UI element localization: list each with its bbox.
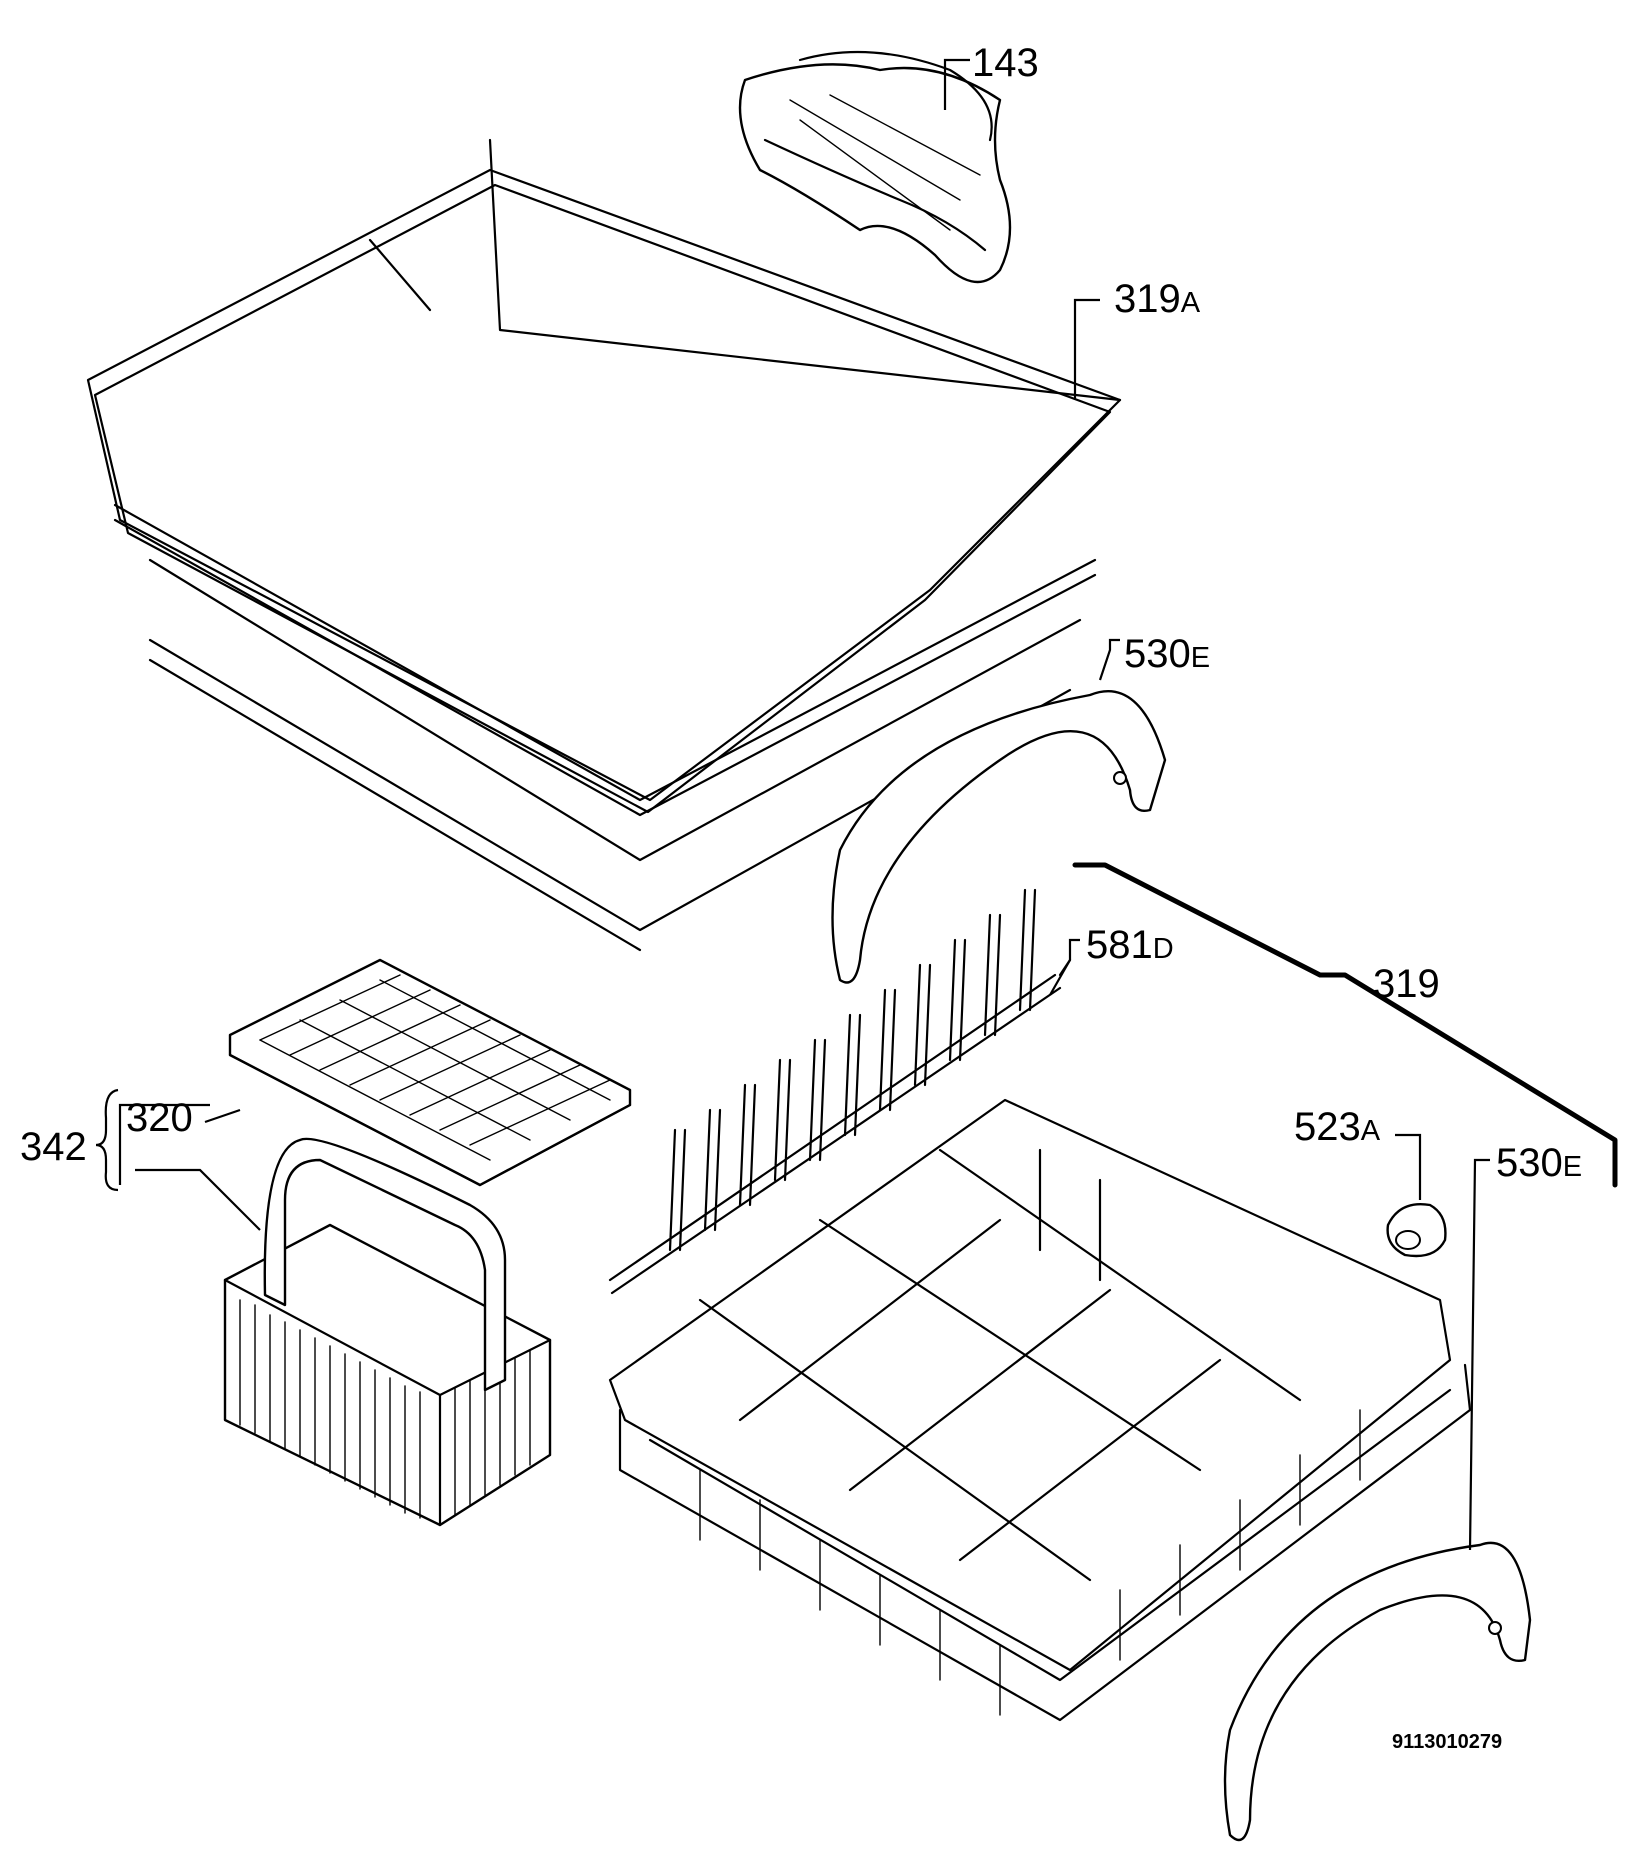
tine-row-581d [608,888,1072,1295]
callout-581d: 581D [1086,923,1174,967]
callout-523a: 523A [1294,1105,1381,1149]
rail-319 [1072,862,1618,1188]
cutlery-basket-342 [223,1137,552,1527]
callout-319: 319 [1373,962,1440,1006]
group-brace [95,1088,119,1192]
rail-530e-bottom [1223,1541,1532,1842]
lower-basket [608,1098,1472,1722]
document-number: 9113010279 [1392,1731,1502,1753]
clip-523a [1386,1203,1447,1258]
upper-basket [86,138,1122,952]
rail-530e-top [831,690,1167,984]
callout-342: 342 [20,1125,87,1169]
cup-shelf-part [738,50,1012,284]
callout-319a: 319A [1114,277,1201,321]
cutlery-tray-320 [228,958,632,1187]
leader-lines [118,58,1490,1551]
callout-143: 143 [972,41,1039,85]
callout-320: 320 [126,1096,193,1140]
callout-530e-bottom: 530E [1496,1141,1582,1185]
callout-530e-top: 530E [1124,632,1210,676]
